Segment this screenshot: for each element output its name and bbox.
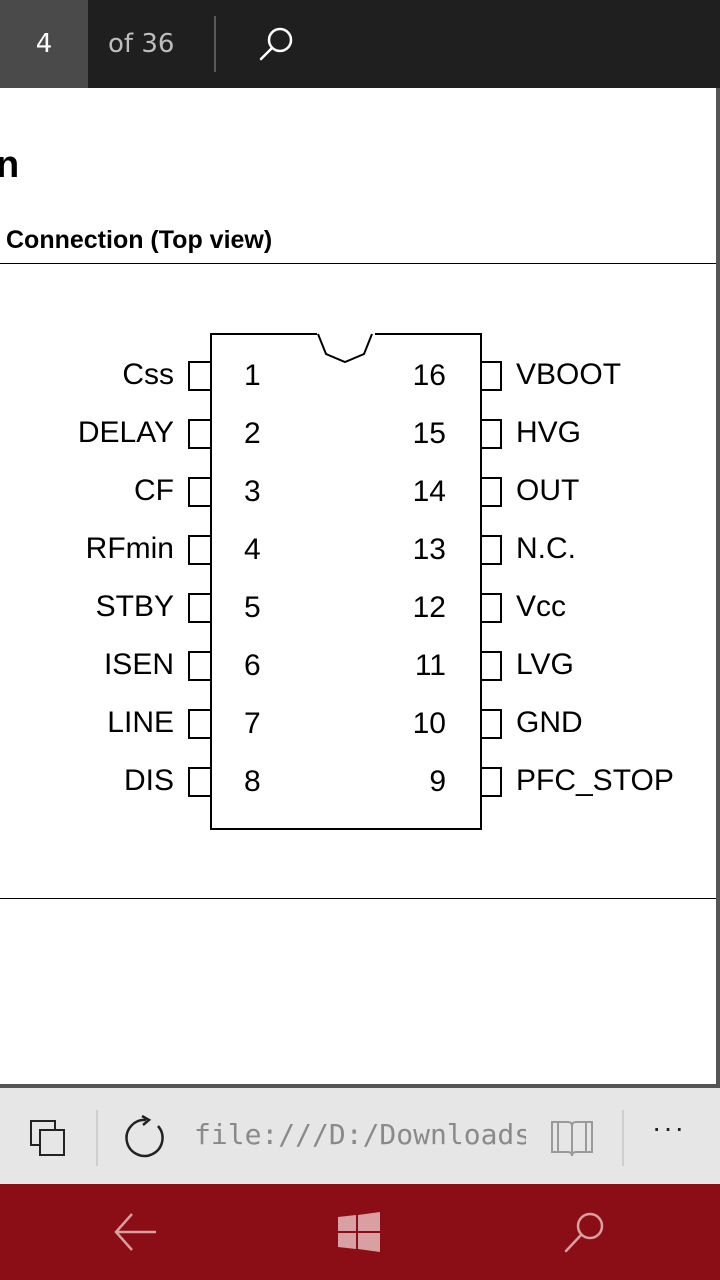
pin-name-label: DELAY	[77, 416, 174, 449]
pin-number: 11	[414, 649, 446, 682]
section-heading: n	[0, 144, 20, 186]
pin-number: 10	[412, 707, 446, 740]
pin-lead	[188, 535, 210, 565]
refresh-icon	[125, 1114, 164, 1158]
pin-name-label: CF	[134, 474, 174, 507]
pin-lead	[480, 767, 502, 797]
table-rule-top	[0, 263, 716, 264]
more-icon: ···	[652, 1112, 686, 1143]
pin-number: 3	[244, 475, 261, 508]
pin-lead	[480, 419, 502, 449]
pin-number: 15	[412, 417, 446, 450]
toolbar-divider	[214, 16, 216, 72]
pin-lead	[480, 709, 502, 739]
pin-name-label: PFC_STOP	[516, 764, 674, 797]
pin-lead	[188, 709, 210, 739]
pin-number: 2	[244, 417, 261, 450]
back-arrow-icon	[114, 1213, 156, 1251]
document-page[interactable]	[0, 88, 720, 1088]
refresh-button[interactable]	[122, 1114, 170, 1162]
pin-name-label: OUT	[516, 474, 580, 507]
pin-lead	[480, 361, 502, 391]
pin-name-label: Css	[122, 358, 174, 391]
pin-lead	[188, 419, 210, 449]
pin-number: 1	[244, 359, 261, 392]
pin-lead	[480, 477, 502, 507]
search-button[interactable]	[252, 22, 300, 66]
pin-lead	[188, 651, 210, 681]
bar-divider	[622, 1110, 624, 1166]
pin-name-label: HVG	[516, 416, 582, 449]
pin-number: 9	[429, 765, 446, 798]
pin-name-label: GND	[516, 706, 583, 739]
pin-name-label: N.C.	[516, 532, 576, 565]
pin-number: 4	[244, 533, 261, 566]
page-count-label: of 36	[108, 29, 175, 59]
pin-number: 13	[412, 533, 446, 566]
pin-lead	[188, 477, 210, 507]
address-field[interactable]: file:///D:/Downloads/doc	[194, 1118, 526, 1151]
section-subheading: Connection (Top view)	[6, 226, 273, 254]
pin-name-label: RFmin	[85, 532, 174, 565]
back-button[interactable]	[110, 1208, 160, 1256]
pin-lead	[188, 767, 210, 797]
pin-number: 16	[412, 359, 446, 392]
pin-number: 5	[244, 591, 261, 624]
pin-name-label: STBY	[95, 590, 174, 623]
table-rule-bottom	[0, 898, 716, 899]
book-icon	[551, 1121, 593, 1157]
pin-name-label: LINE	[107, 706, 174, 739]
pin-number: 8	[244, 765, 261, 798]
bar-divider	[96, 1110, 98, 1166]
tabs-button[interactable]	[28, 1118, 68, 1158]
pin-number: 7	[244, 707, 261, 740]
pin-lead	[480, 651, 502, 681]
search-icon	[259, 27, 293, 61]
pin-number: 14	[412, 475, 446, 508]
start-button[interactable]	[338, 1212, 380, 1252]
pdf-toolbar: 4 of 36	[0, 0, 720, 88]
browser-address-bar	[0, 1088, 720, 1184]
pin-name-label: LVG	[516, 648, 574, 681]
pin-number: 12	[412, 591, 446, 624]
pin-number: 6	[244, 649, 261, 682]
os-search-button[interactable]	[558, 1208, 608, 1256]
tabs-icon	[30, 1120, 65, 1156]
pin-name-label: Vcc	[516, 590, 567, 623]
search-icon	[564, 1212, 604, 1253]
windows-logo-icon	[338, 1212, 380, 1252]
pin-lead	[480, 593, 502, 623]
pin-lead	[188, 361, 210, 391]
pin-lead	[480, 535, 502, 565]
pin-name-label: VBOOT	[516, 358, 622, 391]
reading-view-button[interactable]	[548, 1116, 596, 1160]
ic-package-body	[210, 333, 482, 830]
more-options-button[interactable]: ···	[652, 1112, 686, 1144]
pin-name-label: ISEN	[103, 648, 174, 681]
pin-lead	[188, 593, 210, 623]
current-page-field[interactable]: 4	[0, 0, 88, 88]
ic-notch	[317, 333, 375, 365]
pin-name-label: DIS	[123, 764, 174, 797]
